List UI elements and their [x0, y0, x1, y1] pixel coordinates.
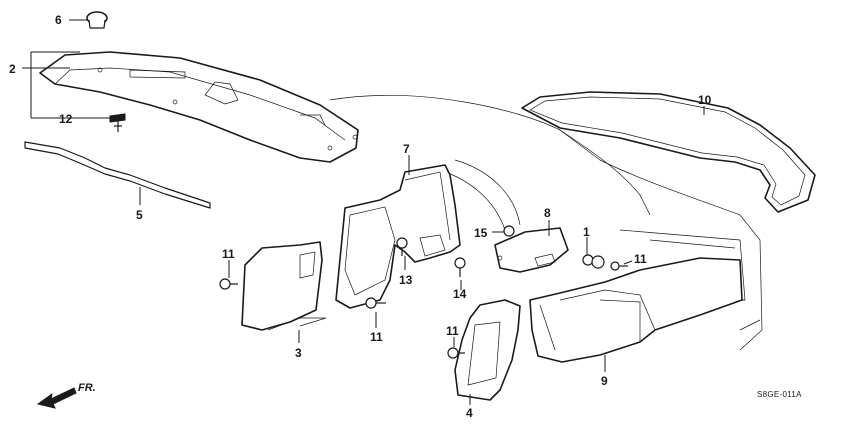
callout-1: 1	[583, 225, 590, 239]
part-2-rear-shelf	[39, 51, 359, 163]
callout-11-center: 11	[370, 330, 383, 344]
part-11-clip-a	[219, 278, 238, 290]
part-11-clip-b	[365, 297, 386, 309]
diagram-code: S8GE-011A	[757, 390, 802, 399]
part-9-right-trim	[529, 257, 743, 363]
callout-4: 4	[466, 406, 473, 420]
part-11-clip-c	[610, 261, 628, 271]
callout-15: 15	[474, 226, 488, 240]
callout-5: 5	[136, 208, 143, 222]
part-10-weatherstrip	[521, 91, 816, 213]
callout-11-left: 11	[222, 247, 235, 261]
callout-7: 7	[403, 142, 410, 156]
part-12-clip	[109, 113, 126, 132]
callout-11-lower: 11	[446, 324, 459, 338]
front-direction-arrow-icon	[36, 387, 77, 409]
part-6-plug	[86, 11, 108, 29]
callout-6: 6	[55, 13, 62, 27]
part-5-strip	[24, 141, 211, 209]
part-3-left-trim	[241, 241, 327, 331]
part-14-bolt	[454, 257, 466, 277]
callout-10: 10	[698, 93, 712, 107]
leader-lines	[22, 19, 705, 405]
callout-8: 8	[544, 206, 551, 220]
part-15-clip	[503, 225, 515, 237]
callout-12: 12	[59, 112, 73, 126]
part-1-grommet	[582, 254, 605, 269]
callout-9: 9	[601, 374, 608, 388]
part-7-trim-panel	[335, 164, 461, 309]
callout-2: 2	[9, 62, 16, 76]
callout-3: 3	[295, 346, 302, 360]
callout-13: 13	[399, 273, 413, 287]
part-4-lower-trim	[454, 299, 521, 401]
part-8-panel	[494, 227, 569, 273]
part-13-button	[396, 237, 408, 256]
front-direction-label: FR.	[78, 382, 96, 394]
callout-11-right: 11	[634, 252, 647, 266]
callout-14: 14	[453, 287, 467, 301]
part-11-clip-d	[447, 347, 465, 359]
